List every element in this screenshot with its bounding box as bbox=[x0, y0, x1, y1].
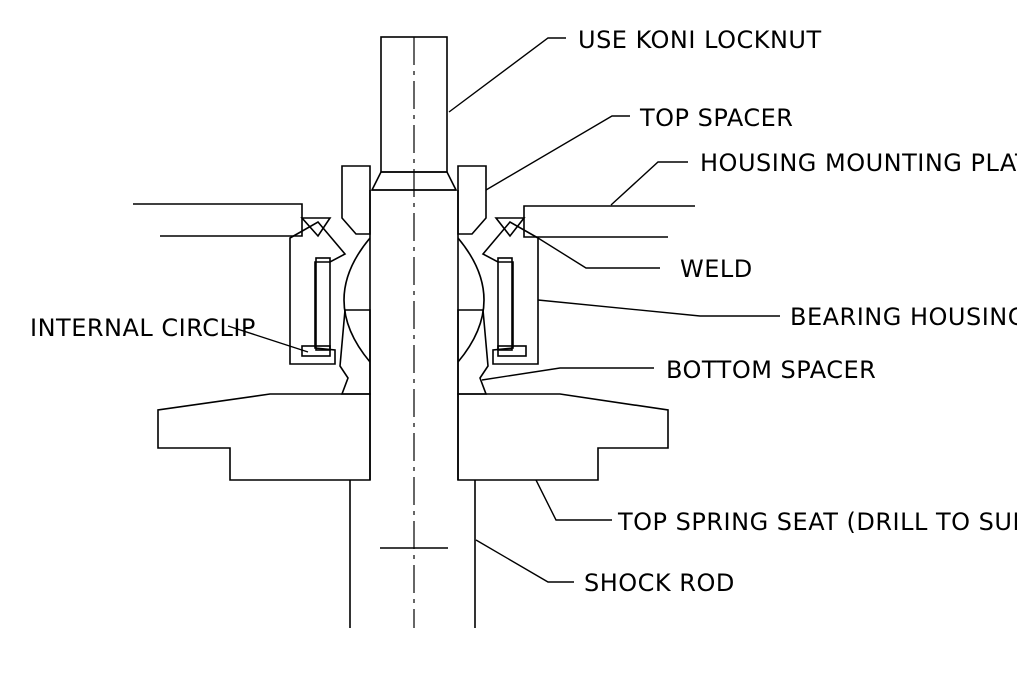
bearing-housing bbox=[289, 220, 539, 365]
label-locknut: USE KONI LOCKNUT bbox=[578, 26, 822, 54]
label-shock-rod: SHOCK ROD bbox=[584, 569, 735, 597]
shock-rod bbox=[349, 36, 476, 628]
leader-lines bbox=[227, 37, 780, 583]
housing-mounting-plate bbox=[133, 203, 695, 238]
weld bbox=[300, 217, 526, 238]
label-bearing-housing: BEARING HOUSING bbox=[790, 303, 1017, 331]
label-bottom-spacer: BOTTOM SPACER bbox=[666, 356, 876, 384]
internal-circlip bbox=[301, 345, 527, 357]
label-spring-seat: TOP SPRING SEAT (DRILL TO SUIT) bbox=[617, 508, 1017, 536]
label-top-spacer: TOP SPACER bbox=[639, 104, 793, 132]
label-weld: WELD bbox=[680, 255, 753, 283]
top-spacer bbox=[341, 165, 487, 235]
top-spring-seat bbox=[157, 393, 669, 481]
bearing-ball bbox=[315, 237, 513, 363]
label-internal-circlip: INTERNAL CIRCLIP bbox=[30, 314, 256, 342]
label-mounting-plate: HOUSING MOUNTING PLATE bbox=[700, 149, 1017, 177]
